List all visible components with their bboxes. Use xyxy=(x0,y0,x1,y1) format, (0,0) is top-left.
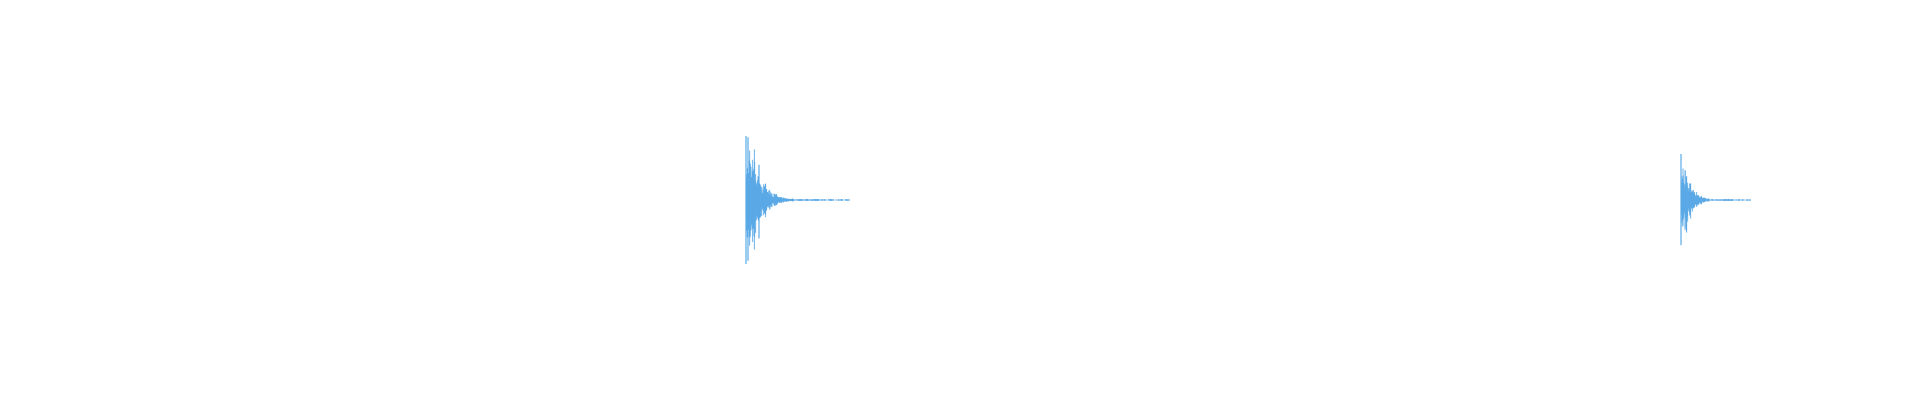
waveform-group xyxy=(745,136,1752,264)
transient-1-clip[interactable] xyxy=(745,136,850,264)
transient-2-clip[interactable] xyxy=(1680,153,1752,246)
